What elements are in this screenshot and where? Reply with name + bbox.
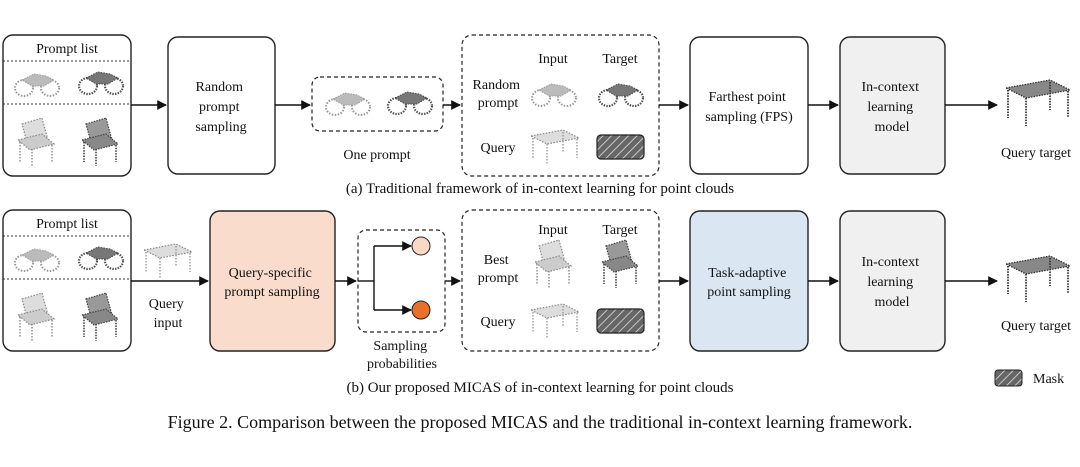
svg-text:Query input: Query input — [149, 297, 188, 331]
svg-text:Query-specific prompt: Query-specific prompt sampling — [224, 266, 319, 300]
fps-line-2: sampling (FPS) — [705, 110, 793, 125]
input-label-b: Input — [538, 223, 568, 238]
random-prompt-line-1: Random — [473, 78, 521, 93]
random-prompt-line-2: prompt — [478, 96, 519, 111]
svg-text:Task-adaptive point sa: Task-adaptive point sampling — [707, 266, 791, 300]
prompt-list-title-a: Prompt list — [36, 42, 98, 57]
query-input-line-2: input — [154, 316, 183, 331]
mask-legend: Mask — [994, 369, 1064, 387]
sampling-prob-line-1: Sampling — [373, 339, 427, 354]
caption-a: (a) Traditional framework of in-context … — [346, 181, 734, 197]
sampling-probabilities-box: Sampling probabilities — [357, 229, 446, 372]
fps-line-1: Farthest point — [709, 90, 786, 105]
query-label-b: Query — [481, 315, 516, 330]
figure-caption: Figure 2. Comparison between the propose… — [168, 412, 913, 432]
mask-block-a — [596, 134, 645, 160]
svg-text:Random prompt: Random prompt sampling — [195, 80, 246, 135]
icl-line-2-a: learning — [867, 100, 913, 115]
task-adaptive-sampling-box: Task-adaptive point sampling — [689, 210, 809, 352]
target-label-b: Target — [602, 223, 637, 238]
random-sampling-line-1: Random — [196, 80, 244, 95]
query-target-label-a: Query target — [1001, 146, 1071, 161]
query-specific-sampling-box: Query-specific prompt sampling — [209, 210, 336, 352]
random-prompt-query-box: Input Target Random prompt Query — [461, 34, 660, 177]
sampling-prob-line-2: probabilities — [367, 357, 437, 372]
row-a: Prompt list Random prompt sampling One p… — [2, 34, 1071, 197]
svg-text:Sampling probabilities: Sampling probabilities — [367, 339, 437, 372]
icl-line-1-a: In-context — [861, 80, 919, 95]
fps-box: Farthest point sampling (FPS) — [689, 36, 809, 175]
best-prompt-query-box: Input Target Best prompt Query — [461, 209, 660, 352]
svg-text:In-context learning: In-context learning model — [861, 255, 922, 310]
target-label-a: Target — [602, 52, 637, 67]
best-prompt-line-2: prompt — [478, 271, 519, 286]
mask-legend-swatch — [994, 369, 1023, 387]
query-input-point-cloud — [143, 243, 193, 279]
icl-model-box-b: In-context learning model — [839, 210, 946, 352]
query-input-line-1: Query — [149, 297, 184, 312]
query-target-label-b: Query target — [1001, 319, 1071, 334]
task-adaptive-line-1: Task-adaptive — [708, 266, 786, 281]
svg-text:Farthest point samplin: Farthest point sampling (FPS) — [705, 90, 793, 125]
high-probability-node — [411, 300, 431, 320]
query-specific-line-2: prompt sampling — [224, 285, 319, 300]
one-prompt-box: One prompt — [311, 76, 444, 163]
mask-block-b — [596, 308, 645, 334]
caption-b: (b) Our proposed MICAS of in-context lea… — [346, 380, 733, 396]
mask-legend-label: Mask — [1033, 372, 1064, 387]
prompt-list-title-b: Prompt list — [36, 217, 98, 232]
prompt-list-a: Prompt list — [2, 34, 132, 177]
random-prompt-sampling-box: Random prompt sampling — [167, 36, 276, 175]
prompt-list-b: Prompt list — [2, 209, 132, 352]
svg-text:In-context learning: In-context learning model — [861, 80, 922, 135]
query-target-point-cloud-a — [1005, 79, 1071, 127]
icl-line-1-b: In-context — [861, 255, 919, 270]
input-label-a: Input — [538, 52, 568, 67]
row-b: Prompt list Query input Query-specific p… — [2, 209, 1071, 396]
query-specific-line-1: Query-specific — [229, 266, 312, 281]
low-probability-node — [411, 236, 431, 256]
svg-text:Random prompt: Random prompt — [473, 78, 524, 111]
icl-line-3-a: model — [875, 120, 910, 135]
task-adaptive-line-2: point sampling — [707, 285, 791, 300]
icl-model-box-a: In-context learning model — [839, 36, 946, 175]
icl-line-3-b: model — [875, 295, 910, 310]
best-prompt-line-1: Best — [484, 253, 509, 268]
svg-text:Best prompt: Best prompt — [478, 253, 519, 286]
query-target-point-cloud-b — [1005, 255, 1071, 303]
one-prompt-label: One prompt — [343, 148, 410, 163]
icl-line-2-b: learning — [867, 275, 913, 290]
query-label-a: Query — [481, 141, 516, 156]
random-sampling-line-2: prompt — [199, 100, 240, 115]
random-sampling-line-3: sampling — [195, 120, 246, 135]
